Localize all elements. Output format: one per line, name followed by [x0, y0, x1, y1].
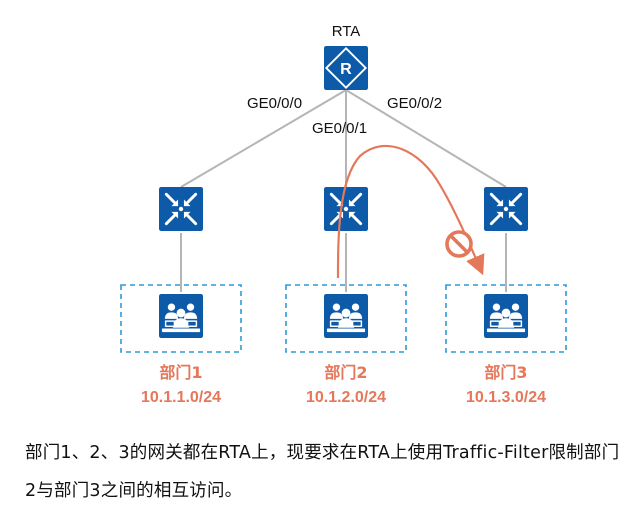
port-label-ge002: GE0/0/2	[387, 95, 442, 112]
links	[180, 89, 507, 292]
port-label-ge001: GE0/0/1	[312, 120, 367, 137]
link-rta-sw1	[180, 89, 347, 188]
router-icon[interactable]	[324, 46, 368, 90]
link-rta-sw3	[345, 89, 507, 188]
router-name: RTA	[332, 23, 361, 40]
user-group-icon[interactable]	[324, 294, 368, 338]
traffic-path-arrow	[336, 144, 485, 279]
switch-icon[interactable]	[159, 187, 203, 231]
switch-icon[interactable]	[484, 187, 528, 231]
user-group-icon[interactable]	[484, 294, 528, 338]
no-entry-icon	[445, 230, 473, 258]
switch-icon[interactable]	[324, 187, 368, 231]
port-label-ge000: GE0/0/0	[247, 95, 302, 112]
department-subnet-1: 10.1.1.0/24	[141, 389, 221, 406]
department-box-3	[445, 284, 567, 353]
department-name-1: 部门1	[159, 363, 202, 382]
department-boxes	[120, 284, 567, 353]
requirement-caption: 部门1、2、3的网关都在RTA上，现要求在RTA上使用Traffic-Filte…	[25, 443, 620, 501]
user-group-icon[interactable]	[159, 294, 203, 338]
department-box-2	[285, 284, 407, 353]
department-box-1	[120, 284, 242, 353]
department-name-3: 部门3	[484, 363, 527, 382]
department-subnet-2: 10.1.2.0/24	[306, 389, 386, 406]
topology-diagram: R	[120, 23, 567, 406]
department-subnet-3: 10.1.3.0/24	[466, 389, 546, 406]
department-name-2: 部门2	[324, 363, 367, 382]
